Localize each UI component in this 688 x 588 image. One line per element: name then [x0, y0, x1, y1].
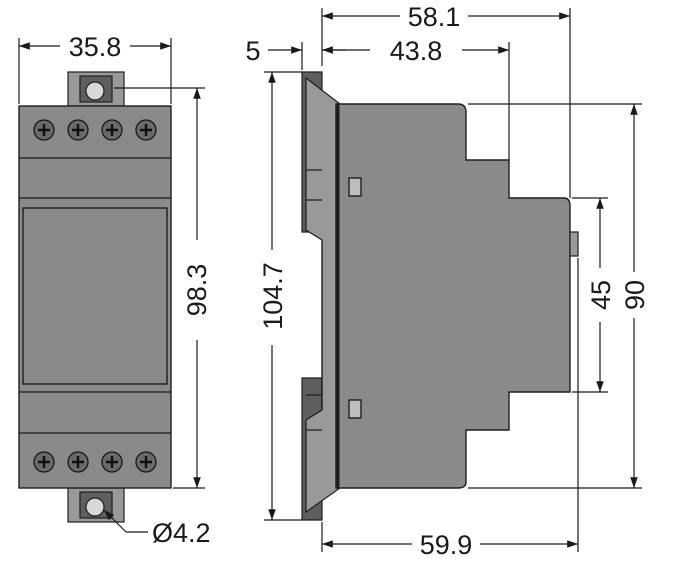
rail-adapter [305, 76, 341, 514]
offset-label: 5 [245, 36, 260, 66]
upper-latch-icon [348, 177, 362, 197]
screw-icon [101, 119, 123, 141]
front-view: 35.8 98.3 Ø4.2 [18, 32, 212, 548]
screw-icon [135, 119, 157, 141]
front-height-label: 98.3 [182, 264, 212, 317]
front-window [22, 207, 168, 385]
bottom-terminal-screws [33, 451, 157, 473]
body-depth-label: 43.8 [390, 36, 443, 66]
lower-latch-icon [348, 399, 362, 419]
total-height-label: 104.7 [258, 262, 288, 330]
side-housing [335, 103, 571, 489]
side-view: 58.1 43.8 5 104.7 59.9 45 90 [245, 2, 650, 560]
screw-icon [101, 451, 123, 473]
top-terminal-screws [33, 119, 157, 141]
top-hole-icon [85, 81, 105, 101]
overall-depth-label: 58.1 [408, 2, 461, 32]
body-height-label: 90 [620, 280, 650, 310]
front-knob [569, 231, 579, 257]
bottom-hole-icon [85, 497, 105, 517]
bottom-depth-label: 59.9 [420, 530, 473, 560]
hole-diameter-label: Ø4.2 [152, 518, 211, 548]
screw-icon [33, 451, 55, 473]
screw-icon [33, 119, 55, 141]
window-height-label: 45 [586, 280, 616, 310]
screw-icon [67, 119, 89, 141]
screw-icon [67, 451, 89, 473]
screw-icon [135, 451, 157, 473]
front-width-label: 35.8 [69, 32, 122, 62]
